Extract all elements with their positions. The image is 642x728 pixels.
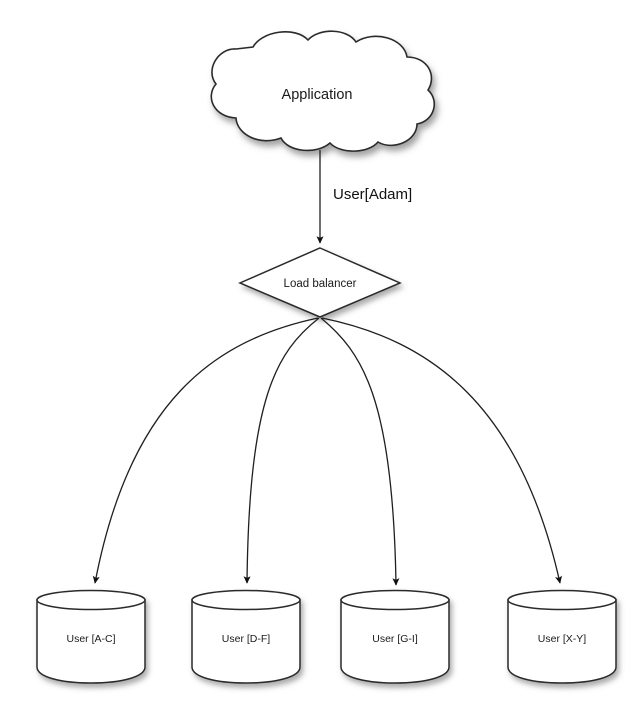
shard-gi-label: User [G-I] (372, 633, 418, 645)
node-shard-df[interactable]: User [D-F] (191, 589, 301, 684)
node-shard-xy[interactable]: User [X-Y] (507, 589, 617, 684)
node-load-balancer[interactable]: Load balancer (238, 247, 402, 318)
edge-lb-to-shard-xy (321, 317, 562, 584)
edge-app-to-lb-label: User[Adam] (333, 186, 412, 203)
shard-df-label: User [D-F] (222, 633, 270, 645)
node-application[interactable]: Application (210, 30, 436, 152)
edge-lb-to-shard-ac-path (92, 317, 319, 584)
edge-lb-to-shard-gi (320, 317, 400, 586)
node-shard-gi[interactable]: User [G-I] (340, 589, 450, 684)
load-balancer-label: Load balancer (284, 278, 357, 290)
edge-lb-to-shard-xy-path (321, 317, 562, 584)
node-shard-ac[interactable]: User [A-C] (36, 589, 146, 684)
edge-lb-to-shard-df-path (243, 317, 320, 584)
edge-lb-to-shard-gi-path (320, 317, 400, 586)
edge-lb-to-shard-df (243, 317, 320, 584)
edge-app-to-load-balancer: User[Adam] (316, 150, 412, 244)
application-label: Application (282, 87, 353, 103)
shard-ac-label: User [A-C] (66, 633, 115, 645)
shard-xy-label: User [X-Y] (538, 633, 587, 645)
edge-lb-to-shard-ac (92, 317, 319, 584)
